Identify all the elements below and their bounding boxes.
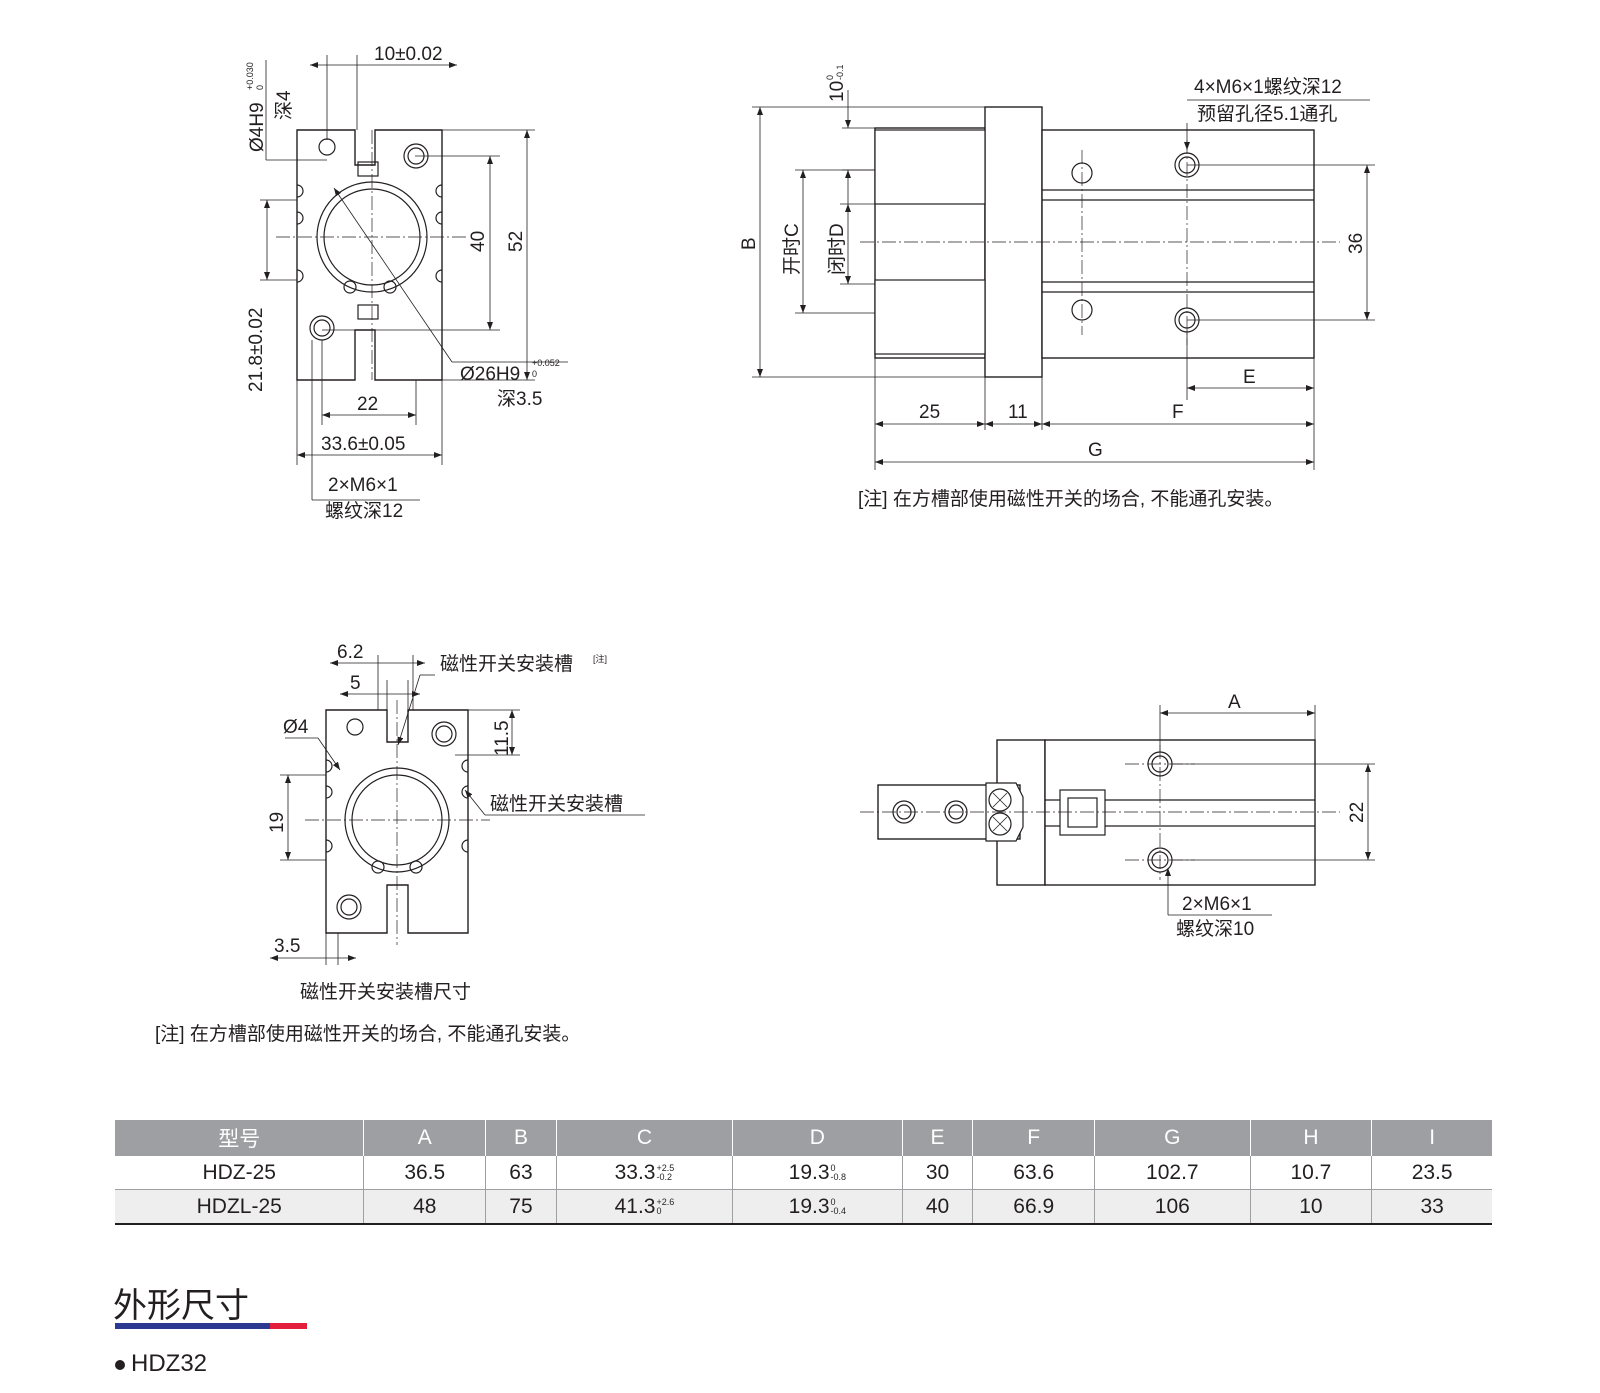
note-top: [注] 在方槽部使用磁性开关的场合, 不能通孔安装。 xyxy=(858,488,1283,510)
header-D: D xyxy=(732,1120,903,1156)
note-bottom: [注] 在方槽部使用磁性开关的场合, 不能通孔安装。 xyxy=(155,1023,580,1045)
dim-10-flange: 10 xyxy=(827,81,848,102)
dim-11-5: 11.5 xyxy=(492,720,513,756)
cell-I: 33 xyxy=(1371,1189,1492,1225)
cell-A: 36.5 xyxy=(363,1156,487,1190)
cell-F: 63.6 xyxy=(972,1156,1096,1190)
dim-52: 52 xyxy=(506,231,527,252)
cell-model: HDZL-25 xyxy=(115,1189,365,1225)
svg-text:0: 0 xyxy=(825,75,835,80)
svg-text:0: 0 xyxy=(532,369,537,379)
dim-D: 闭时D xyxy=(826,223,848,275)
cell-I: 23.5 xyxy=(1371,1156,1492,1190)
dim-G: G xyxy=(1088,440,1103,461)
underline-blue xyxy=(115,1323,270,1329)
cell-H: 10 xyxy=(1250,1189,1373,1225)
header-A: A xyxy=(363,1120,487,1156)
header-C: C xyxy=(556,1120,734,1156)
cell-G: 106 xyxy=(1094,1189,1251,1225)
dim-21-8: 21.8±0.02 xyxy=(246,308,267,392)
top-right-side-view: 10 0 -0.1 4×M6×1螺纹深12 预留孔径5.1通孔 B 开时C 闭时… xyxy=(739,64,1375,510)
cell-model: HDZ-25 xyxy=(115,1156,365,1190)
bottom-left-slot-view: 6.2 5 磁性开关安装槽 [注] Ø4 11.5 磁性开关安装槽 19 3.5… xyxy=(155,642,645,1045)
dim-thread-top: 2×M6×1 xyxy=(1182,894,1252,915)
dim-6-2: 6.2 xyxy=(337,642,363,663)
header-E: E xyxy=(902,1120,974,1156)
dim-thread-4: 4×M6×1螺纹深12 xyxy=(1194,76,1342,98)
dim-B: B xyxy=(739,237,760,250)
dim-hole-4: Ø4 xyxy=(283,717,309,738)
header-B: B xyxy=(485,1120,557,1156)
dim-pin-depth: 深4 xyxy=(273,90,295,120)
bottom-right-top-view: A 22 2×M6×1 螺纹深10 xyxy=(860,692,1375,940)
dim-E: E xyxy=(1243,367,1256,388)
bullet-dot xyxy=(115,1359,125,1370)
dim-C: 开时C xyxy=(781,223,803,275)
underline-red xyxy=(270,1323,307,1329)
dim-19: 19 xyxy=(267,812,288,833)
section-title-underline xyxy=(115,1323,307,1329)
cell-A: 48 xyxy=(363,1189,487,1225)
cell-B: 75 xyxy=(485,1189,557,1225)
svg-text:+0.052: +0.052 xyxy=(532,358,560,368)
header-model: 型号 xyxy=(115,1120,365,1156)
dim-25: 25 xyxy=(919,402,940,423)
label-slot-top: 磁性开关安装槽 xyxy=(440,653,573,675)
svg-text:[注]: [注] xyxy=(593,653,607,664)
table-header-row: 型号 A B C D E F G H I xyxy=(115,1120,1492,1156)
dim-33-6: 33.6±0.05 xyxy=(321,434,405,455)
header-I: I xyxy=(1371,1120,1492,1156)
dim-through-hole: 预留孔径5.1通孔 xyxy=(1197,103,1337,125)
dim-F: F xyxy=(1172,402,1184,423)
dim-36: 36 xyxy=(1346,233,1367,254)
dim-22-top: 22 xyxy=(1347,802,1368,823)
dim-11: 11 xyxy=(1008,402,1028,423)
dim-22: 22 xyxy=(357,394,378,415)
dim-A: A xyxy=(1228,692,1241,713)
cell-E: 40 xyxy=(902,1189,974,1225)
cell-G: 102.7 xyxy=(1094,1156,1251,1190)
cell-F: 66.9 xyxy=(972,1189,1096,1225)
dim-40: 40 xyxy=(468,231,489,252)
model-heading: HDZ32 xyxy=(115,1350,207,1378)
label-slot-side: 磁性开关安装槽 xyxy=(490,793,623,815)
caption-slot: 磁性开关安装槽尺寸 xyxy=(300,981,471,1003)
dim-pin-hole: Ø4H9 xyxy=(247,102,268,152)
cell-H: 10.7 xyxy=(1250,1156,1373,1190)
dim-thread-depth-top: 螺纹深10 xyxy=(1176,918,1254,940)
model-name: HDZ32 xyxy=(131,1350,208,1377)
top-left-end-view: 10±0.02 Ø4H9 +0.030 0 深4 40 52 21.8±0.02… xyxy=(245,44,568,522)
cylinder-body xyxy=(1041,129,1315,359)
dimension-table: 型号 A B C D E F G H I HDZ-25 36.5 63 33.3… xyxy=(115,1120,1492,1225)
cell-B: 63 xyxy=(485,1156,557,1190)
dim-3-5: 3.5 xyxy=(274,936,300,957)
dim-thread-depth: 螺纹深12 xyxy=(325,500,403,522)
cell-E: 30 xyxy=(902,1156,974,1190)
dim-thread: 2×M6×1 xyxy=(328,475,398,496)
svg-text:-0.1: -0.1 xyxy=(835,64,845,80)
header-H: H xyxy=(1250,1120,1373,1156)
svg-text:+0.030: +0.030 xyxy=(245,62,255,90)
dim-5: 5 xyxy=(350,673,361,694)
section-title: 外形尺寸 xyxy=(113,1286,249,1326)
dim-bore-depth: 深3.5 xyxy=(497,388,542,410)
cell-C: 33.3+2.5-0.2 xyxy=(556,1156,734,1190)
svg-text:0: 0 xyxy=(255,85,265,90)
header-F: F xyxy=(972,1120,1096,1156)
dim-bore: Ø26H9 xyxy=(460,364,520,385)
dim-10-slot: 10±0.02 xyxy=(374,44,443,65)
header-G: G xyxy=(1094,1120,1251,1156)
